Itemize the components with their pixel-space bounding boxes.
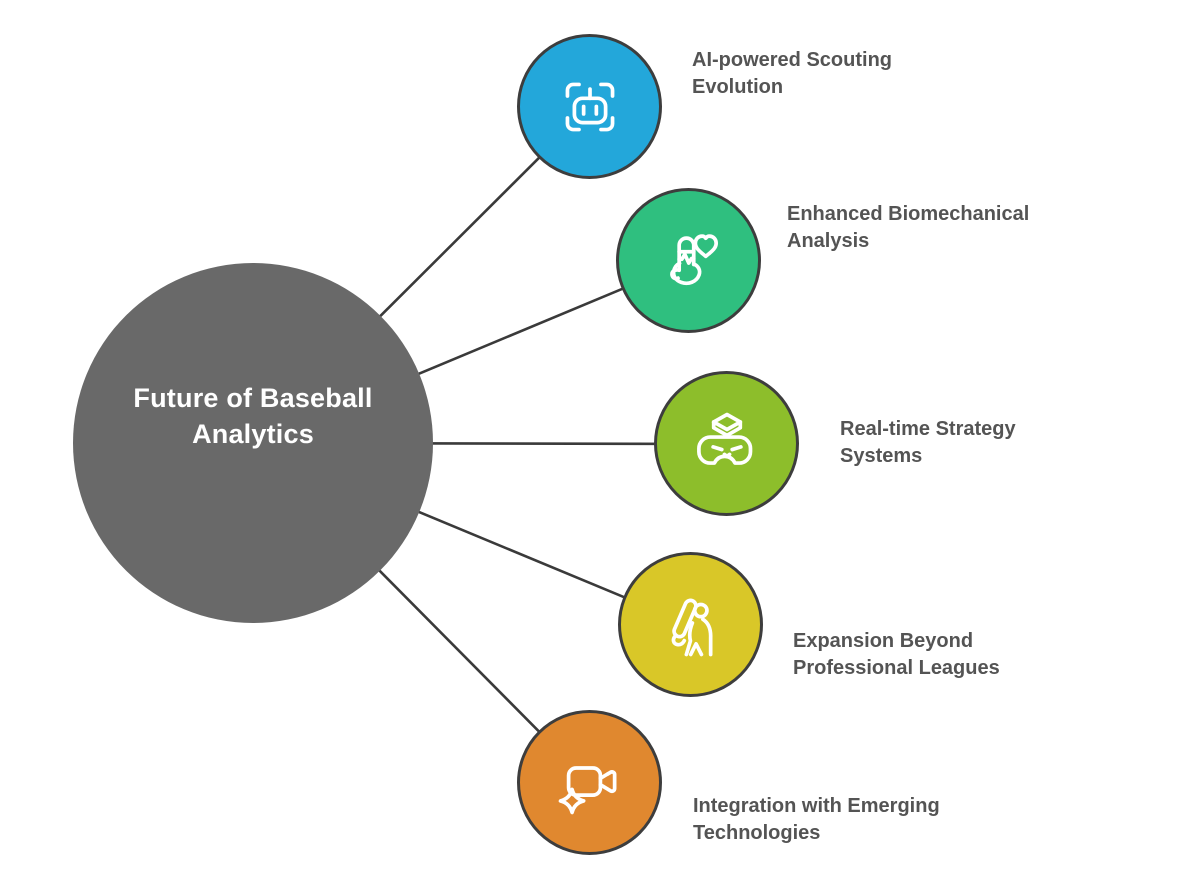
video-camera-sparkle-icon [558, 765, 616, 814]
center-title-line-1: Future of Baseball [133, 383, 373, 413]
center-title-line-2: Analytics [192, 419, 314, 449]
label-line: Real-time Strategy [840, 418, 1016, 440]
node-circle-expansion [618, 552, 763, 697]
label-line: Evolution [692, 76, 784, 98]
label-line: Technologies [693, 822, 821, 844]
node-circle-realtime-strategy [654, 371, 799, 516]
label-line: Enhanced Biomechanical [787, 203, 1030, 225]
node-circle-biomechanical [616, 188, 761, 333]
baseball-batter-icon [671, 598, 713, 656]
node-label-emerging-tech: Integration with Emerging Technologies [693, 793, 940, 847]
label-line: Integration with Emerging [693, 795, 940, 817]
health-monitor-icon [669, 233, 718, 285]
label-line: Professional Leagues [793, 657, 1000, 679]
node-label-biomechanical: Enhanced Biomechanical Analysis [787, 201, 1029, 255]
vr-headset-icon [696, 412, 752, 465]
label-line: Analysis [787, 230, 870, 252]
label-line: AI-powered Scouting [692, 49, 892, 71]
label-line: Systems [840, 445, 923, 467]
center-title: Future of Baseball Analytics [133, 380, 372, 452]
node-label-realtime-strategy: Real-time Strategy Systems [840, 416, 1016, 470]
node-circle-emerging-tech [517, 710, 662, 855]
node-circle-ai-scouting [517, 34, 662, 179]
label-line: Expansion Beyond [793, 630, 974, 652]
center-node: Future of Baseball Analytics [73, 263, 433, 623]
node-label-ai-scouting: AI-powered Scouting Evolution [692, 47, 892, 101]
robot-scan-icon [565, 82, 614, 131]
node-label-expansion: Expansion Beyond Professional Leagues [793, 628, 1000, 682]
